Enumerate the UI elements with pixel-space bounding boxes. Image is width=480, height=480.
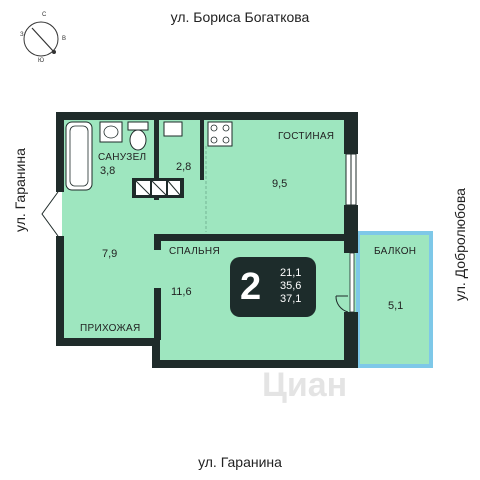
compass: С Ю З В [14, 12, 68, 66]
balcony-door [335, 295, 349, 313]
balcony-area: 5,1 [388, 300, 404, 312]
living-label: ГОСТИНАЯ [278, 131, 335, 142]
living-area-value: 21,1 [280, 267, 302, 279]
balcony-floor [352, 233, 430, 366]
wc-sink-icon [163, 121, 183, 137]
bedroom-label: СПАЛЬНЯ [169, 246, 220, 257]
sink-icon [99, 121, 123, 143]
compass-west: З [20, 32, 24, 38]
compass-south: Ю [38, 58, 45, 64]
balcony-label: БАЛКОН [374, 246, 417, 257]
ventilation-shafts-icon [132, 178, 184, 198]
entrance-door [41, 191, 59, 237]
wc-area: 2,8 [176, 161, 192, 173]
badge-values: 21,1 35,6 37,1 [280, 267, 301, 306]
street-top: ул. Бориса Богаткова [170, 9, 310, 25]
area-badge: 2 21,1 35,6 37,1 [230, 257, 316, 317]
bathroom-area: 3,8 [100, 165, 116, 177]
compass-north: С [42, 12, 47, 18]
walls [56, 112, 358, 368]
bathroom-label: САНУЗЕЛ [98, 152, 147, 163]
bathtub-icon [65, 121, 93, 191]
compass-east: В [62, 36, 67, 42]
compass-icon [23, 21, 59, 57]
rooms-count: 2 [240, 266, 262, 308]
watermark-logo: Циан [262, 366, 348, 404]
street-bottom: ул. Гаранина [198, 454, 282, 470]
hall-label: ПРИХОЖАЯ [80, 323, 141, 334]
toilet-icon [127, 121, 149, 131]
total-area-value: 35,6 [280, 280, 302, 292]
bedroom-area: 11,6 [171, 286, 192, 298]
total-with-balcony-value: 37,1 [280, 293, 302, 305]
balcony-frame [356, 231, 433, 368]
hall-area: 7,9 [102, 248, 118, 260]
living-area: 9,5 [272, 178, 288, 190]
